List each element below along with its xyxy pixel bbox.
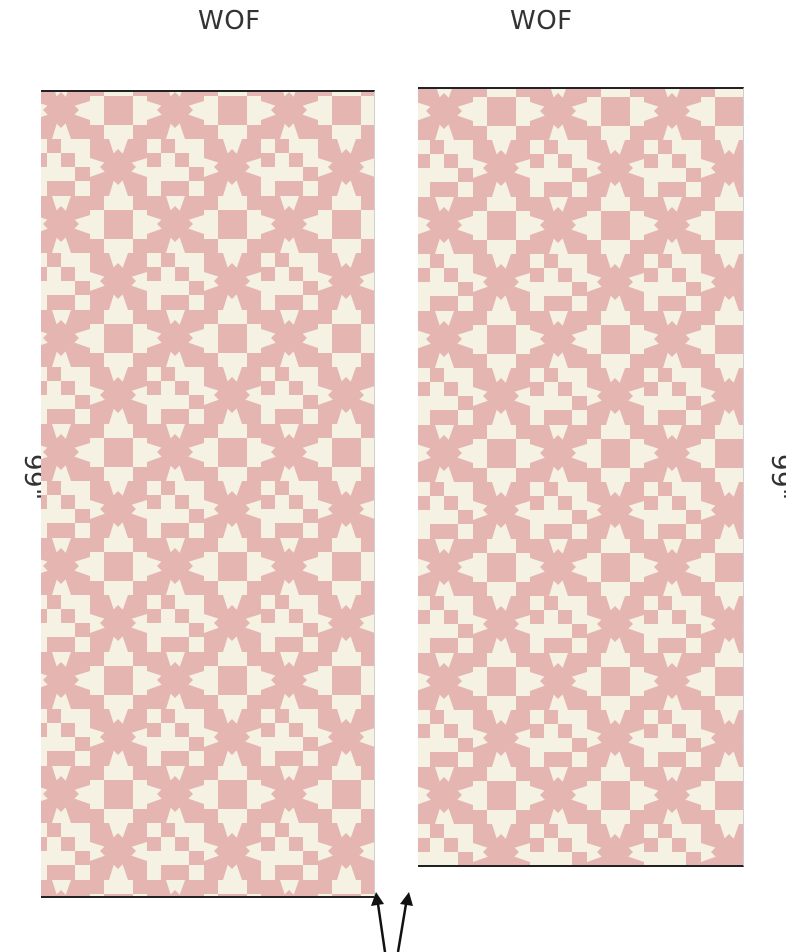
up-arrow-icon — [371, 892, 385, 952]
fabric-panel-left — [41, 90, 375, 898]
length-label-right: 99" — [765, 454, 786, 501]
quilt-pattern-left — [41, 92, 374, 896]
quilt-pattern-right — [418, 89, 743, 865]
seam-arrows — [360, 890, 430, 952]
up-arrow-icon — [398, 892, 413, 952]
wof-label-right: WOF — [510, 6, 573, 36]
wof-label-left: WOF — [198, 6, 261, 36]
fabric-panel-right — [418, 87, 744, 867]
